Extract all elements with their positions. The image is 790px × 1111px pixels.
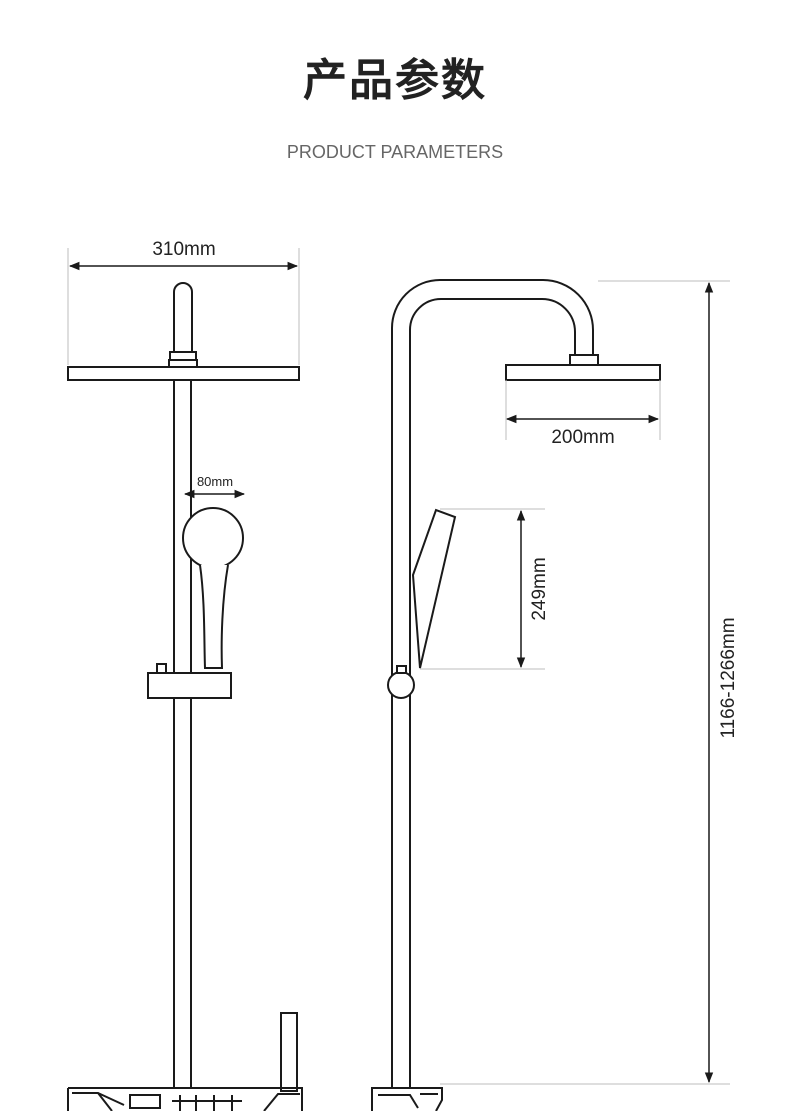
label-249mm: 249mm <box>529 557 550 620</box>
label-200mm: 200mm <box>551 427 614 448</box>
side-spout <box>280 1012 298 1092</box>
holder-clip <box>396 665 407 674</box>
label-total-height: 1166-1266mm <box>718 617 739 738</box>
top-connector <box>168 359 198 368</box>
mixer-detail <box>72 1092 300 1111</box>
slider-bracket <box>147 672 232 699</box>
handheld-shower-head <box>182 507 244 569</box>
top-connector <box>169 351 197 361</box>
side-view <box>371 279 730 1111</box>
handheld-handle <box>199 564 229 669</box>
label-80mm: 80mm <box>197 474 233 489</box>
front-view <box>67 248 303 1111</box>
mixer-side <box>371 1087 443 1111</box>
curved-arm-inner <box>409 298 576 1088</box>
label-310mm: 310mm <box>152 239 215 260</box>
overhead-connector <box>569 354 599 366</box>
mixer-detail <box>172 1095 242 1111</box>
holder-knob <box>387 671 415 699</box>
display-panel <box>129 1094 161 1109</box>
overhead-shower-plate <box>67 366 300 381</box>
mixer-detail <box>378 1093 438 1109</box>
handheld-side <box>411 508 457 669</box>
curved-arm-outer <box>391 279 594 1088</box>
overhead-shower-side <box>505 364 661 381</box>
page-title: 产品参数 <box>303 55 487 106</box>
top-cap <box>173 282 193 352</box>
mixer-body <box>67 1087 303 1111</box>
page-subtitle: PRODUCT PARAMETERS <box>286 142 504 162</box>
